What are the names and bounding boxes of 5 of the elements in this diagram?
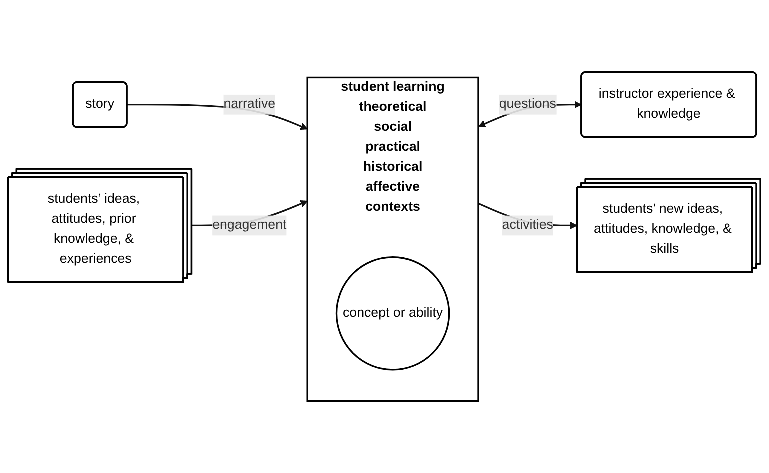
edge-label: engagement [212, 218, 287, 232]
edge-label: activities [502, 218, 554, 232]
edge-label: narrative [224, 97, 276, 112]
edge-label: questions [499, 97, 556, 112]
node-circle: concept or ability [336, 256, 450, 370]
